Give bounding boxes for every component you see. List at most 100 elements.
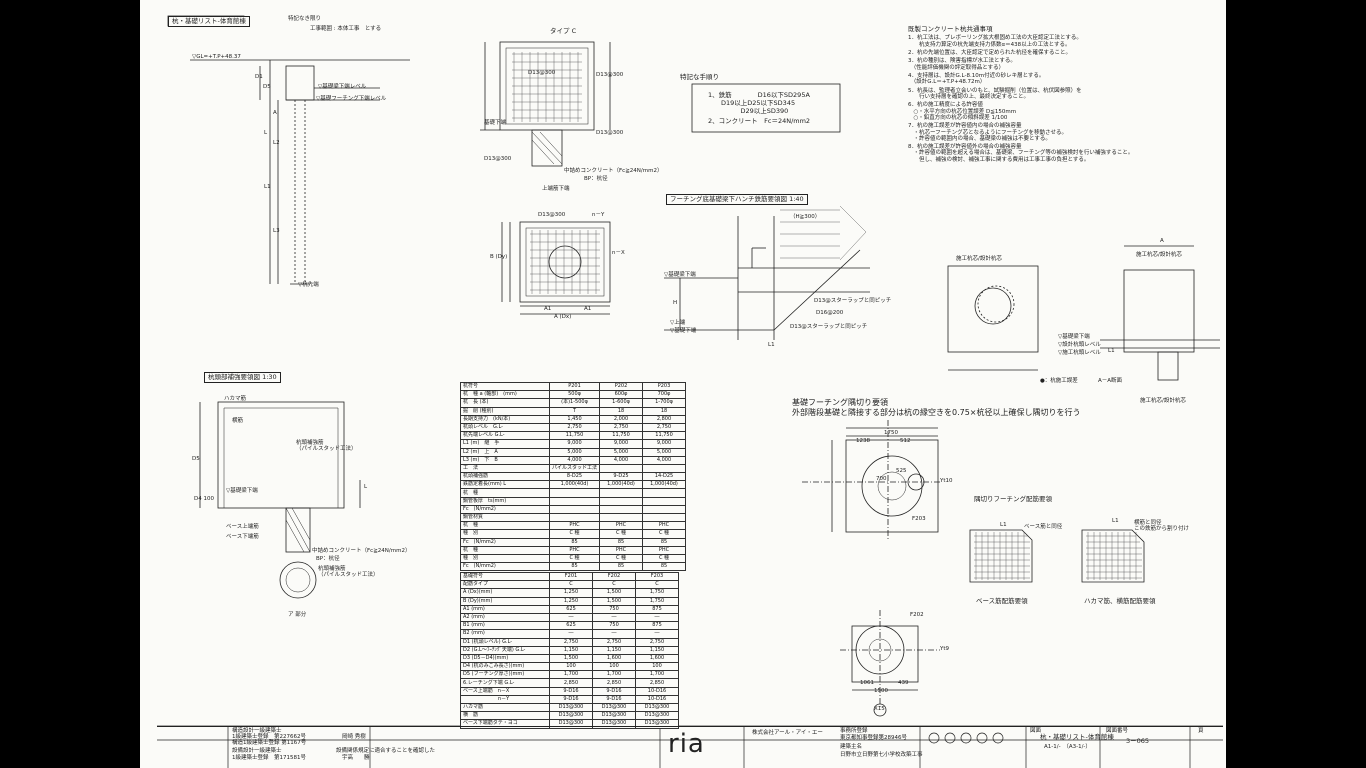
corner-cut-desc: 外部階段基礎と隣接する部分は杭の縁空きを0.75×杭径以上確保し隅切りを行う	[792, 408, 1081, 417]
corner-cut-title: 基礎フーチング隅切り要領	[792, 398, 888, 407]
type-c-concrete: 中詰めコンクリート（Fc≧24N/mm2）	[564, 168, 663, 174]
pile_table-cell	[599, 504, 644, 515]
type-c-d13-b: D13@300	[596, 72, 624, 78]
footing_table-cell: ―	[549, 629, 593, 639]
haunch-l1: L1	[768, 342, 775, 348]
footing_table-cell: A2 (mm)	[460, 612, 550, 623]
pile_table-cell: 鉄筋定着長(mm) L	[460, 480, 550, 490]
haunch-cond: （H≧300）	[790, 214, 821, 220]
pile_table-cell: 11,750	[642, 431, 687, 441]
pile_table-cell: PHC	[548, 545, 601, 555]
special-note-4: 2、コンクリート Fc＝24N/mm2	[708, 117, 811, 125]
footing_table-cell: 2,750	[592, 637, 636, 647]
footing_table-cell: 1,500	[549, 653, 593, 664]
footing_table-cell: 2,850	[549, 678, 593, 688]
pile_table-cell: 4,000	[599, 455, 644, 465]
pile-notes-sub: 工事範囲 : 本体工事 とする	[310, 26, 382, 32]
footing_table-cell: D5 (フーチング厚さ)(mm)	[460, 670, 550, 680]
footing_table-cell: 9-D16	[592, 686, 636, 696]
pile-head-rebar: 杭頭補強筋 （パイルスタッド工法）	[296, 440, 357, 453]
pile_table-cell	[599, 463, 644, 474]
footing_table-header-cell: F202	[592, 571, 636, 582]
section-lv3: ▽施工杭頭レベル	[1058, 350, 1101, 356]
pile-head-d5: D5	[192, 456, 200, 462]
pile_table-cell: 2,750	[642, 422, 687, 433]
footing_table-cell: D1 (杭頭レベル) G.L-	[460, 637, 550, 647]
footing_table-cell: D13@300	[635, 719, 679, 729]
cc-rebar-title: 隅切りフーチング配筋要領	[974, 495, 1052, 503]
footing_table-cell: 875	[635, 621, 679, 631]
cc-yt10: Yt10	[940, 478, 953, 484]
pile-head-base-top: ▽基礎梁下端	[226, 488, 258, 494]
haunch-footing-bottom: ▽基礎下端	[670, 328, 697, 334]
pile_table-cell: Fc (N/mm2)	[460, 562, 550, 572]
pile_table-cell: 85	[642, 537, 687, 547]
construction-notes-title: 既製コンクリート杭共通事項	[908, 25, 993, 33]
footing_table-cell: 100	[592, 662, 636, 672]
pile_table-cell: 4,000	[548, 455, 601, 465]
section-bottom-label: 施工杭芯/設計杭芯	[1140, 398, 1186, 404]
pile_table-cell: 1,450	[548, 414, 601, 424]
pile_table-cell: 杭 長 (本)	[460, 398, 550, 408]
pile_table-cell: C 種	[599, 553, 644, 564]
footing_table-cell: B1 (mm)	[460, 621, 550, 631]
pile_table-cell: 600φ	[599, 390, 644, 400]
footing-bottom-level: ▽基礎フーチング下端レベル	[316, 96, 387, 102]
footing_table-cell: 1,150	[592, 645, 636, 655]
dim-d5: D5	[263, 84, 271, 90]
pile_table-cell	[642, 512, 687, 523]
type-c-dim-a: A (Dx)	[554, 314, 572, 320]
haunch-d16: D16@200	[816, 310, 844, 316]
ria-logo: ria	[668, 729, 705, 759]
dim-d1: D1	[255, 74, 263, 80]
pile-tip-level: ▽杭先端	[298, 282, 319, 288]
footing_table-cell: 9-D16	[549, 686, 593, 696]
pile_table-cell: 杭 種	[460, 545, 550, 555]
pile_table-cell: 掘 削 (種別)	[460, 406, 550, 416]
pile_table-cell	[599, 496, 644, 506]
pile-head-d4: D4 100	[194, 496, 214, 502]
footing_table-cell: n－Y	[460, 694, 550, 705]
type-c-ny: n－Y	[592, 212, 605, 218]
type-c-plan-d13: D13@300	[538, 212, 566, 218]
pile_table-cell: 2,750	[599, 422, 644, 433]
section-lv1: ▽基礎梁下端	[1058, 334, 1090, 340]
pile_table-cell: PHC	[642, 545, 687, 555]
pile_table-cell: 14-D25	[642, 472, 687, 482]
footing_table-cell: ―	[592, 629, 636, 639]
pile_table-cell: 鋼管板厚 ts(mm)	[460, 496, 550, 506]
footing_table-cell: 1,600	[592, 653, 636, 664]
section-aa: A－A断面	[1098, 378, 1123, 384]
cc-dim-525: 525	[896, 468, 907, 474]
cc-dim-700: 700	[876, 476, 887, 482]
footing_table-cell: 1,500	[592, 596, 636, 606]
pile_table-cell: PHC	[642, 521, 687, 531]
footing_table-cell: 1,700	[549, 670, 593, 680]
tb-no-value: 3－065	[1126, 737, 1150, 745]
pile_table-cell: 種 別	[460, 529, 550, 539]
pile_table-cell	[642, 496, 687, 506]
pile_table-row: 鋼管材質	[460, 512, 687, 523]
pile_table-cell: 5,000	[548, 447, 601, 457]
footing_table-cell: 10-D16	[635, 686, 679, 696]
pile_table-header-cell: P201	[548, 381, 601, 392]
pile_table-cell: 9,000	[642, 439, 687, 449]
cc-x15: X15	[874, 706, 885, 712]
footing_table-cell: 配筋タイプ	[460, 580, 550, 590]
pile_table-cell: 1,000(40d)	[548, 480, 601, 490]
tb-owner-label: 事務所登録	[840, 728, 868, 734]
pile_table-cell: PHC	[599, 545, 644, 555]
tb-scale: A1-1/- （A3-1/-）	[1044, 744, 1091, 750]
